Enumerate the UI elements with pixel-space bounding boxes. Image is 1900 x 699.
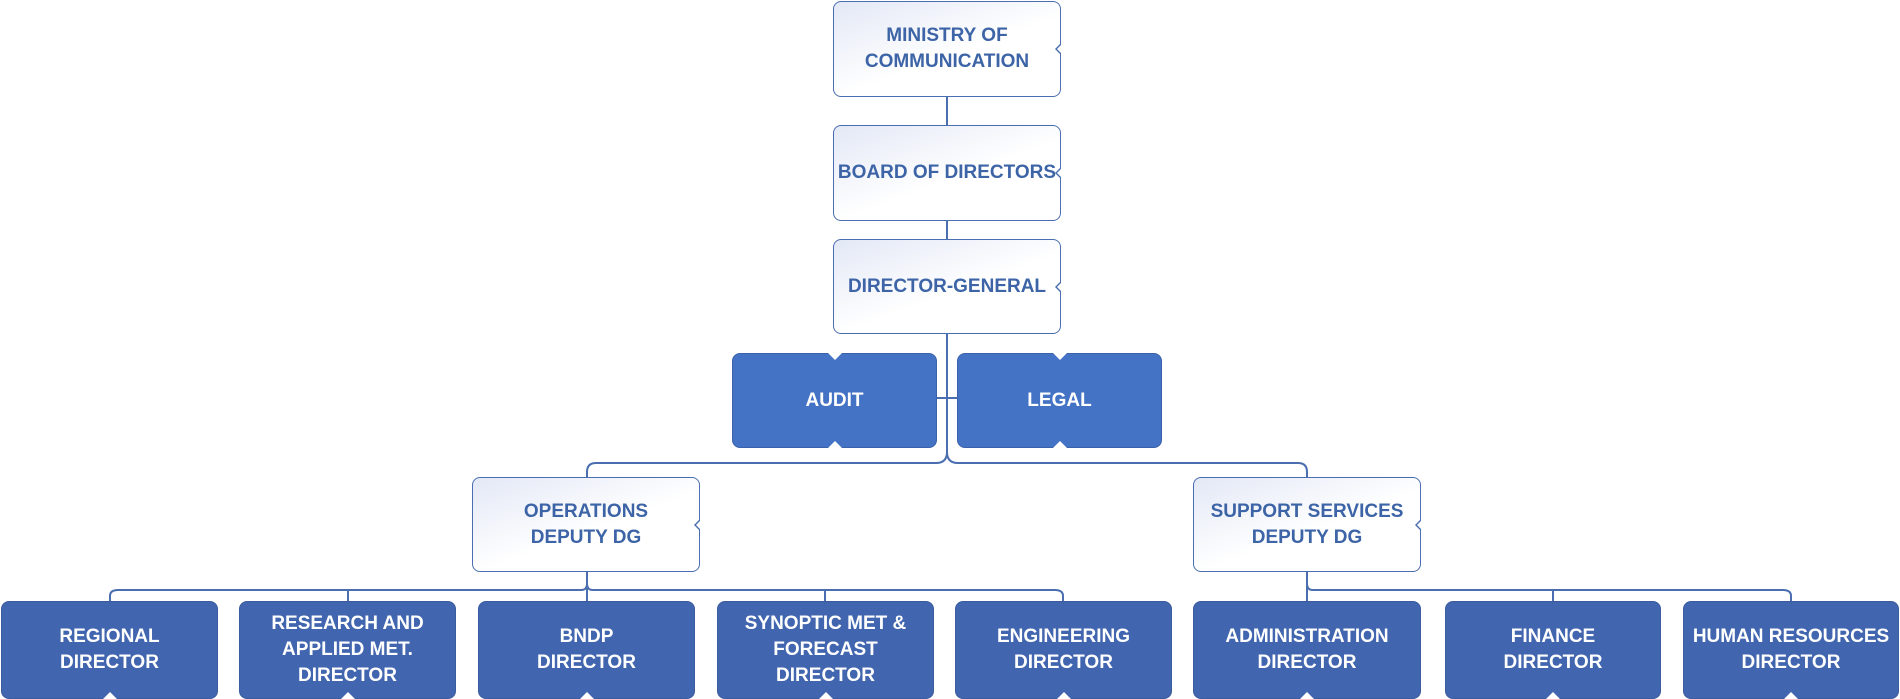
connector-notch-icon <box>1056 692 1071 699</box>
board-of-directors-label: BOARD OF DIRECTORS <box>837 162 1057 183</box>
legal-label: LEGAL <box>1027 389 1092 411</box>
connector-notch-icon <box>827 353 842 360</box>
connector-notch-icon <box>827 441 842 448</box>
connector-notch-icon <box>579 692 594 699</box>
connector-notch-icon <box>1784 692 1798 699</box>
director-general-box: DIRECTOR-GENERAL <box>833 239 1061 334</box>
director-general-label: DIRECTOR-GENERAL <box>847 275 1047 297</box>
connector-notch-icon <box>1546 692 1560 699</box>
connector-notch-icon <box>1052 353 1067 360</box>
legal-box: LEGAL <box>957 353 1162 448</box>
connector-notch-icon <box>1055 43 1061 55</box>
audit-box: AUDIT <box>732 353 937 448</box>
connector-notch-icon <box>1052 441 1067 448</box>
connector-notch-icon <box>694 518 700 531</box>
board-of-directors-box: BOARD OF DIRECTORS <box>833 125 1061 221</box>
audit-label: AUDIT <box>805 389 864 411</box>
connector-notch-icon <box>102 692 117 699</box>
connector-notch-icon <box>1055 167 1061 179</box>
connector-notch-icon <box>340 692 355 699</box>
connector-notch-icon <box>1415 518 1421 531</box>
connector-notch-icon <box>1055 280 1061 293</box>
connector-notch-icon <box>1300 692 1314 699</box>
connector-notch-icon <box>818 692 833 699</box>
